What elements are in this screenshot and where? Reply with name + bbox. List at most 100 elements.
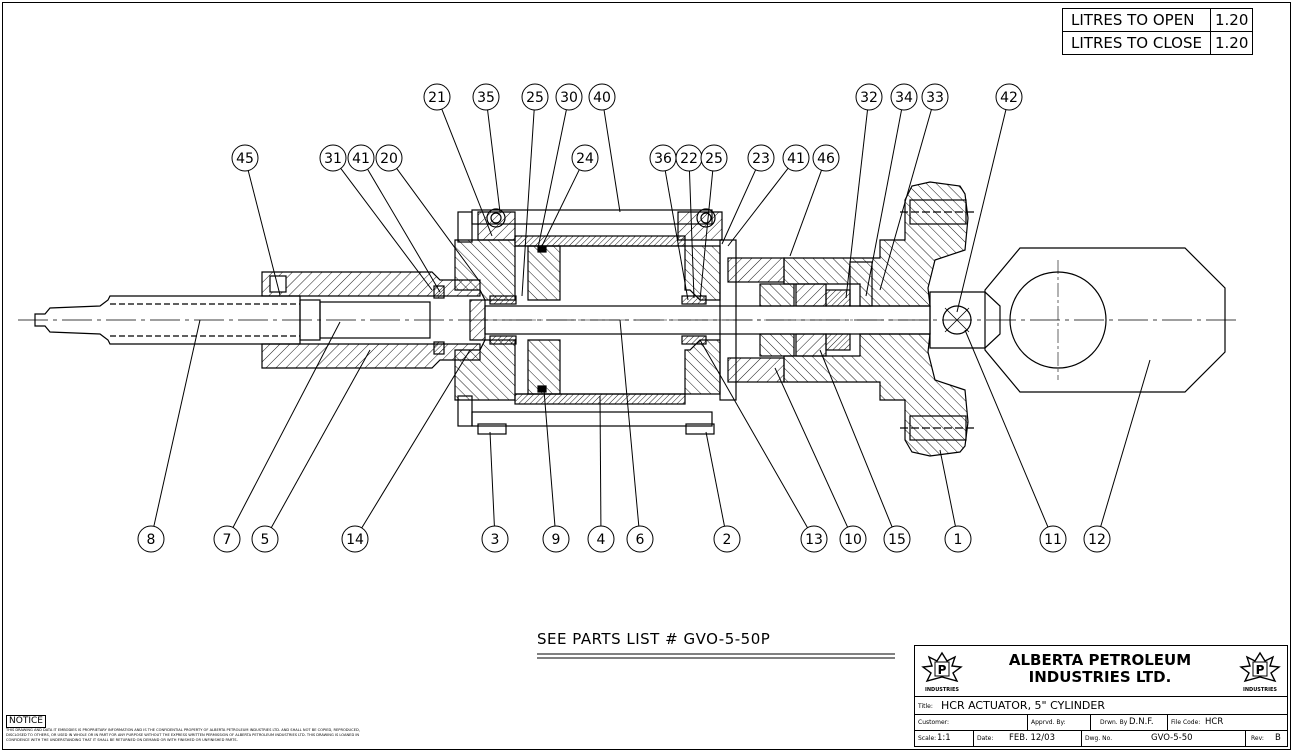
seal-part-31 [433, 285, 445, 299]
balloon-part-13-bottom-9 [800, 525, 828, 553]
balloon-part-22-top-11-number: 22 [680, 151, 698, 167]
balloon-part-8-bottom-0 [137, 525, 165, 553]
balloon-part-7-bottom-1-number: 7 [223, 532, 232, 548]
balloon-part-11-bottom-13 [1039, 525, 1067, 553]
logo-label-left: INDUSTRIES [925, 687, 959, 693]
balloon-part-2-bottom-8-leader [705, 431, 725, 527]
balloon-part-3-bottom-4 [481, 525, 509, 553]
balloon-part-32-top-16-leader [845, 109, 869, 299]
drawn-by-label: Drwn. By [1100, 719, 1128, 726]
balloon-part-46-top-15-leader [789, 170, 822, 257]
balloon-part-45-top-0-number: 45 [236, 151, 254, 167]
approved-by-label: Apprvd. By: [1031, 719, 1066, 726]
balloon-part-24-top-9-leader [539, 169, 580, 251]
scale-value: 1:1 [937, 733, 951, 743]
balloon-part-1-bottom-12 [944, 525, 972, 553]
notice-text: THIS DRAWING AND DATA IT EMBODIES IS PRO… [6, 728, 360, 742]
logo-letter-left: P [938, 663, 947, 677]
rev-value: B [1275, 733, 1281, 743]
company-name-line2: INDUSTRIES LTD. [1028, 668, 1172, 686]
balloon-part-20-top-3 [375, 144, 403, 172]
balloon-part-7-bottom-1-leader [232, 321, 341, 528]
piston-rod-part-6 [484, 305, 931, 335]
company-name: ALBERTA PETROLEUM INDUSTRIES LTD. [975, 652, 1225, 686]
balloon-part-25-top-6 [521, 83, 549, 111]
balloon-part-42-top-19-number: 42 [1000, 90, 1018, 106]
balloon-part-9-bottom-5-leader [543, 389, 556, 527]
balloon-part-1-bottom-12-leader [939, 449, 956, 527]
scale-label: Scale: [918, 735, 937, 742]
balloon-part-25-top-6-leader [521, 109, 535, 297]
balloon-part-34-top-17-number: 34 [895, 90, 913, 106]
balloon-part-32-top-16 [855, 83, 883, 111]
balloon-part-14-bottom-3 [341, 525, 369, 553]
drawn-by-value: D.N.F. [1129, 717, 1154, 727]
seal-part-41 [433, 341, 445, 355]
balloon-part-33-top-18-number: 33 [926, 90, 944, 106]
date-value: FEB. 12/03 [1009, 733, 1055, 743]
balloon-part-21-top-4-leader [441, 108, 493, 237]
balloon-part-41-top-14 [782, 144, 810, 172]
coupling-part-7 [299, 299, 431, 341]
balloon-part-10-bottom-10-leader [774, 367, 849, 528]
balloon-part-13-bottom-9-leader [699, 339, 808, 528]
balloon-part-8-bottom-0-number: 8 [147, 532, 156, 548]
date-label: Date: [977, 735, 994, 742]
balloon-part-36-top-10-leader [664, 170, 689, 301]
tie-rod-part-40-lower [471, 411, 713, 427]
balloon-part-3-bottom-4-leader [489, 431, 495, 527]
balloon-part-42-top-19-leader [956, 109, 1007, 313]
nut-part-2 [685, 423, 715, 435]
balloon-part-33-top-18-leader [879, 109, 932, 291]
litres-close-label: LITRES TO CLOSE [1062, 31, 1211, 55]
balloon-part-4-bottom-6-leader [599, 395, 602, 527]
balloon-part-40-top-8-leader [603, 109, 621, 213]
yoke-body-part-1 [783, 181, 975, 457]
balloon-part-24-top-9-number: 24 [576, 151, 594, 167]
dwg-no-label: Dwg. No. [1085, 735, 1113, 742]
balloon-part-20-top-3-leader [396, 168, 481, 283]
litres-open-label: LITRES TO OPEN [1062, 8, 1211, 32]
title-block: P INDUSTRIES P INDUSTRIES ALBERTA PETROL… [914, 645, 1288, 747]
tie-rod-bolt-head-lower-left [457, 395, 473, 427]
balloon-part-5-bottom-2-number: 5 [261, 532, 270, 548]
balloon-part-8-bottom-0-leader [153, 319, 201, 527]
balloon-part-23-top-13-leader [721, 169, 757, 245]
balloon-part-31-top-1-number: 31 [324, 151, 342, 167]
title-label: Title: [918, 703, 933, 710]
balloon-part-15-bottom-11 [883, 525, 911, 553]
rev-label: Rev: [1251, 735, 1264, 742]
balloon-part-10-bottom-10-number: 10 [844, 532, 862, 548]
balloon-part-9-bottom-5-number: 9 [552, 532, 561, 548]
litres-row-close: LITRES TO CLOSE 1.20 [1062, 31, 1254, 55]
balloon-part-40-top-8 [588, 83, 616, 111]
balloon-part-15-bottom-11-number: 15 [888, 532, 906, 548]
logo-letter-right: P [1256, 663, 1265, 677]
balloon-part-2-bottom-8-number: 2 [723, 532, 732, 548]
balloon-part-41-top-2-number: 41 [352, 151, 370, 167]
file-code-value: HCR [1205, 717, 1224, 727]
balloon-part-31-top-1 [319, 144, 347, 172]
balloon-part-46-top-15-number: 46 [817, 151, 835, 167]
balloon-part-45-top-0 [231, 144, 259, 172]
balloon-part-5-bottom-2 [251, 525, 279, 553]
balloon-part-41-top-14-number: 41 [787, 151, 805, 167]
balloon-part-30-top-7-leader [537, 109, 567, 249]
balloon-part-34-top-17 [890, 83, 918, 111]
title-row: Title: HCR ACTUATOR, 5" CYLINDER [915, 696, 1287, 715]
balloon-part-35-top-5-number: 35 [477, 90, 495, 106]
balloon-part-41-top-14-leader [727, 167, 789, 247]
balloon-part-23-top-13-number: 23 [752, 151, 770, 167]
balloon-part-31-top-1-leader [340, 168, 433, 291]
balloon-part-6-bottom-7-leader [619, 319, 640, 527]
balloon-part-35-top-5-leader [487, 109, 501, 213]
balloon-part-41-top-2-leader [367, 168, 441, 293]
balloon-part-41-top-2 [347, 144, 375, 172]
customer-row: Customer: Apprvd. By: Drwn. By D.N.F. Fi… [915, 714, 1287, 731]
company-name-line1: ALBERTA PETROLEUM [1008, 651, 1192, 669]
balloon-part-21-top-4 [423, 83, 451, 111]
balloon-part-12-bottom-14-leader [1100, 359, 1151, 527]
balloon-part-3-bottom-4-number: 3 [491, 532, 500, 548]
